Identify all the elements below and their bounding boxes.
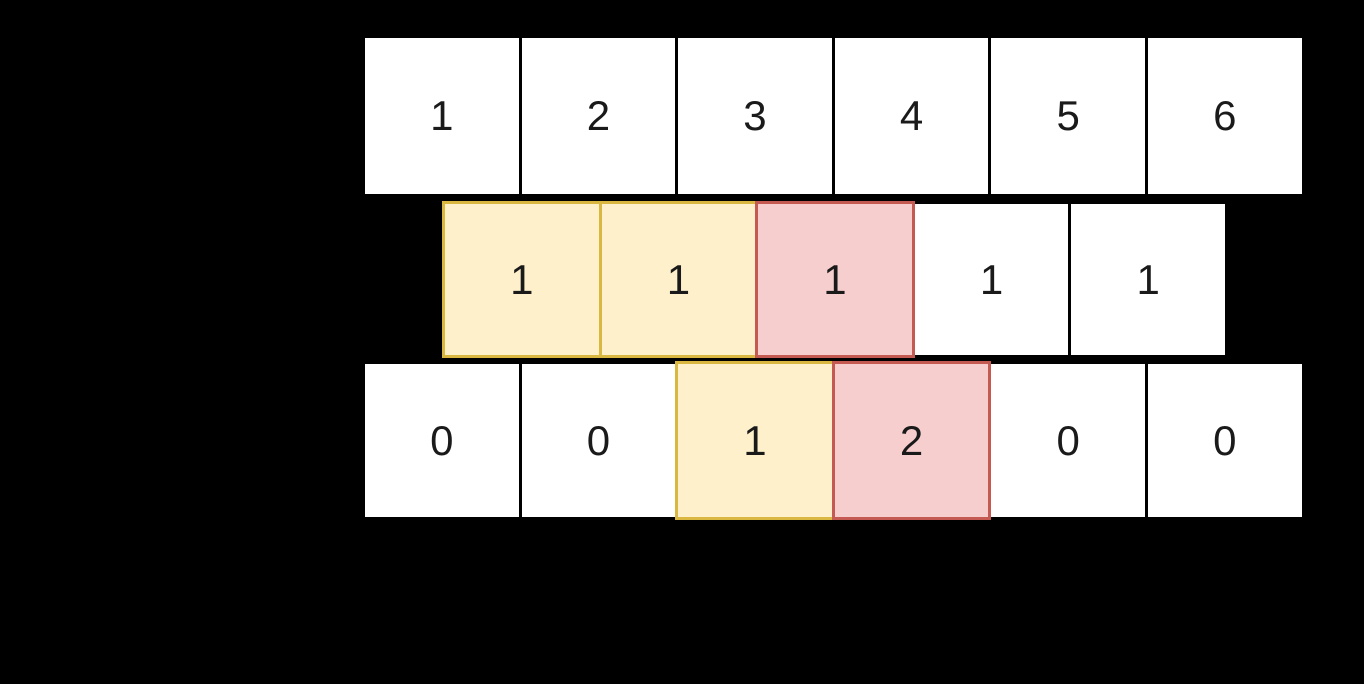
cell-value: 1 — [743, 416, 767, 464]
cell-value: 0 — [1056, 416, 1080, 464]
cell[interactable]: 3 — [675, 35, 835, 197]
cell[interactable]: 1 — [362, 35, 522, 197]
cell-highlighted-yellow[interactable]: 1 — [442, 201, 602, 358]
cell-value: 1 — [1136, 255, 1160, 303]
cell-highlighted-yellow[interactable]: 1 — [598, 201, 759, 358]
cell-value: 1 — [430, 92, 454, 139]
cell-value: 2 — [899, 416, 924, 464]
cell-value: 3 — [743, 92, 767, 139]
cell[interactable]: 2 — [518, 35, 679, 197]
cell-value: 6 — [1213, 92, 1237, 139]
cell-highlighted-red[interactable]: 2 — [831, 361, 992, 520]
cell-value: 2 — [586, 92, 611, 139]
cell-value: 1 — [666, 255, 691, 303]
cell[interactable]: 0 — [1144, 361, 1305, 520]
cell-highlighted-red[interactable]: 1 — [755, 201, 915, 358]
index-row: 1 2 3 4 5 6 — [362, 35, 1305, 197]
cell[interactable]: 1 — [911, 201, 1072, 358]
cell-value: 0 — [430, 416, 454, 464]
cell-value: 4 — [899, 92, 924, 139]
cell[interactable]: 5 — [988, 35, 1148, 197]
cell[interactable]: 0 — [518, 361, 679, 520]
cell[interactable]: 6 — [1144, 35, 1305, 197]
cell[interactable]: 1 — [1068, 201, 1228, 358]
cell-value: 1 — [979, 255, 1004, 303]
cell[interactable]: 0 — [988, 361, 1148, 520]
cell-value: 1 — [823, 255, 847, 303]
cell-value: 5 — [1056, 92, 1080, 139]
shifted-ones-row: 1 1 1 1 1 — [442, 201, 1228, 358]
cell[interactable]: 0 — [362, 361, 522, 520]
cell-value: 0 — [1213, 416, 1237, 464]
cell-value: 1 — [510, 255, 534, 303]
cell-highlighted-yellow[interactable]: 1 — [675, 361, 835, 520]
counts-row: 0 0 1 2 0 0 — [362, 361, 1305, 520]
cell-value: 0 — [586, 416, 611, 464]
cell[interactable]: 4 — [831, 35, 992, 197]
